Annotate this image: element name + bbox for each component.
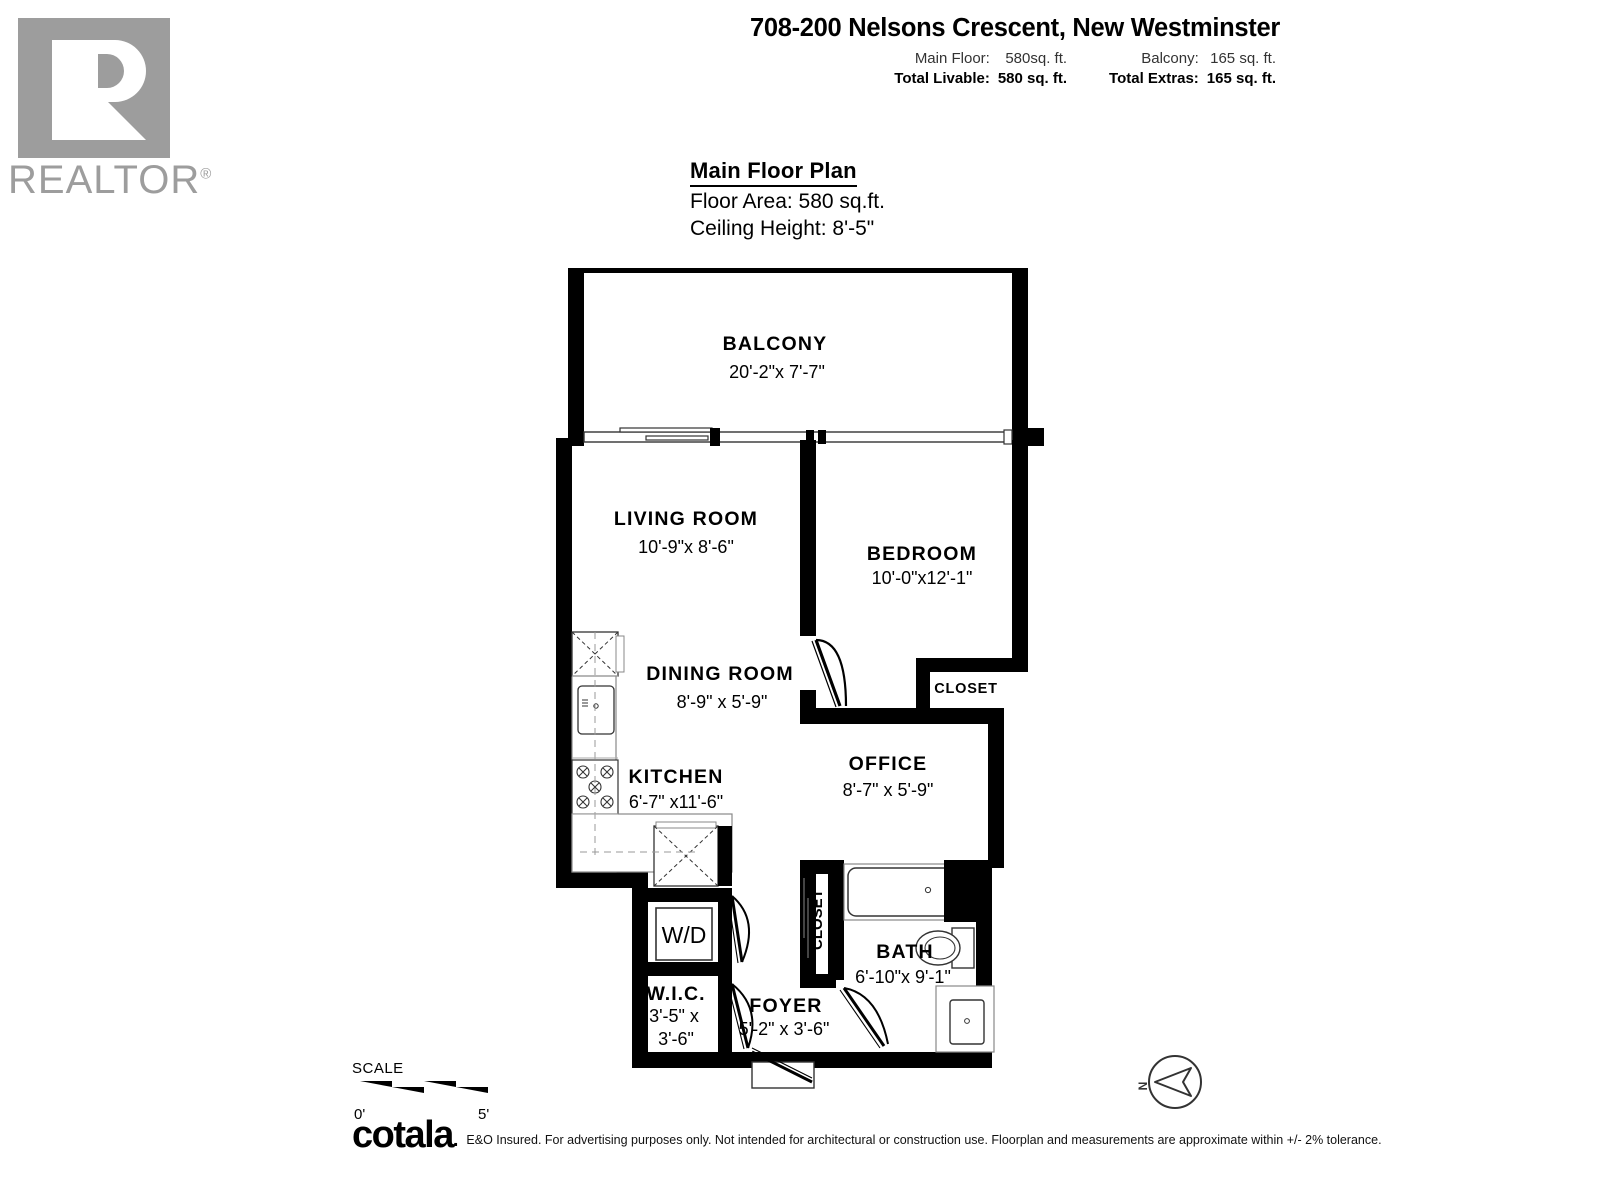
total-extras-value: 165 sq. ft. — [1206, 70, 1276, 88]
laundry-label: W/D — [662, 922, 707, 948]
total-extras-label: Total Extras: — [1109, 70, 1199, 88]
room-label-kitchen: KITCHEN — [628, 766, 723, 788]
room-label-balcony: BALCONY — [723, 333, 828, 355]
entry-door — [744, 1047, 828, 1089]
logo-r-counter — [98, 54, 124, 88]
room-dims-bedroom: 10'-0"x12'-1" — [872, 568, 973, 588]
foyer-inner-door — [839, 987, 889, 1049]
balcony-value: 165 sq. ft. — [1210, 50, 1276, 67]
bedroom-door — [811, 638, 848, 708]
wic-closet — [718, 976, 754, 1052]
bath-fixtures — [843, 860, 995, 1053]
balcony-walls — [568, 268, 1044, 446]
room-label-dining-room: DINING ROOM — [646, 663, 794, 685]
room-dims-office: 8'-7" x 5'-9" — [843, 780, 934, 800]
room-label-living-room: LIVING ROOM — [614, 508, 758, 530]
compass-north-letter: N — [1136, 1082, 1150, 1091]
room-dims-balcony: 20'-2"x 7'-7" — [729, 362, 825, 382]
room-label-wic: W.I.C. — [646, 983, 705, 1005]
disclaimer-text: E&O Insured. For advertising purposes on… — [466, 1133, 1382, 1148]
cotala-dot: . — [452, 1129, 459, 1152]
scale-endpoints: 0' 5' — [352, 1106, 498, 1123]
vanity-sink-icon — [949, 999, 985, 1045]
compass-north-icon: N — [1136, 1055, 1202, 1109]
room-dims-bath: 6'-10"x 9'-1" — [855, 967, 951, 987]
balcony-label: Balcony: — [1141, 50, 1199, 67]
bath-closet-label: CLOSET — [809, 889, 826, 950]
registered-trademark-icon: ® — [200, 165, 213, 183]
room-label-foyer: FOYER — [749, 995, 822, 1017]
realtor-r-logo — [18, 18, 170, 158]
interior-walls — [556, 438, 1028, 1068]
dishwasher-icon — [653, 825, 719, 887]
room-label-office: OFFICE — [849, 753, 928, 775]
room-dims-foyer: 5'-2" x 3'-6" — [739, 1019, 830, 1039]
washer-dryer-icon — [655, 907, 713, 961]
main-floor-value: 580sq. ft. — [1005, 50, 1068, 67]
scale-bar-graphic — [360, 1081, 488, 1093]
room-label-bedroom-closet: CLOSET — [934, 681, 998, 697]
realtor-wordmark: REALTOR® — [8, 158, 212, 203]
page-title: 708-200 Nelsons Crescent, New Westminste… — [749, 14, 1280, 42]
toilet-icon — [915, 927, 975, 969]
table-row: Total Livable: 580 sq. ft. Total Extras:… — [890, 69, 1280, 89]
table-row: Main Floor: 580sq. ft. Balcony: 165 sq. … — [890, 49, 1280, 69]
room-dims-living-room: 10'-9"x 8'-6" — [638, 537, 734, 557]
room-label-bath: BATH — [876, 941, 934, 963]
bath-closet-doors — [803, 878, 809, 958]
scale-start-label: 0' — [354, 1106, 366, 1123]
room-dims-kitchen: 6'-7" x11'-6" — [629, 792, 723, 812]
scale-end-label: 5' — [478, 1106, 490, 1123]
kitchen-sink-icon — [577, 685, 615, 735]
plan-heading: Main Floor Plan Floor Area: 580 sq.ft. C… — [690, 158, 885, 241]
room-dims-wic: 3'-5" x — [649, 1006, 699, 1026]
scale-label: SCALE — [352, 1060, 404, 1077]
cotala-wordmark: cotala — [352, 1114, 454, 1156]
total-livable-value: 580 sq. ft. — [997, 70, 1068, 88]
plan-title: Main Floor Plan — [690, 158, 857, 187]
floor-area-text: Floor Area: 580 sq.ft. — [690, 190, 885, 213]
title-block: 708-200 Nelsons Crescent, New Westminste… — [640, 14, 1280, 95]
room-dims-dining-room: 8'-9" x 5'-9" — [677, 692, 768, 712]
realtor-logo: REALTOR® — [8, 18, 211, 208]
total-livable-label: Total Livable: — [894, 70, 990, 88]
area-summary-table: Main Floor: 580sq. ft. Balcony: 165 sq. … — [890, 49, 1280, 90]
room-dims-wic-2: 3'-6" — [658, 1029, 694, 1049]
kitchen-fixtures — [571, 631, 733, 887]
refrigerator-icon — [571, 631, 619, 677]
main-floor-label: Main Floor: — [914, 50, 990, 67]
scale-bar-block: SCALE 0' 5' — [352, 1060, 498, 1123]
laundry-closet: W/D — [648, 888, 750, 976]
balcony-sliding-doors — [583, 427, 1013, 446]
realtor-brand-text: REALTOR — [8, 158, 201, 202]
room-label-bedroom: BEDROOM — [867, 543, 977, 565]
ceiling-height-text: Ceiling Height: 8'-5" — [690, 217, 875, 240]
cotala-branding: cotala . E&O Insured. For advertising pu… — [352, 1114, 1382, 1156]
